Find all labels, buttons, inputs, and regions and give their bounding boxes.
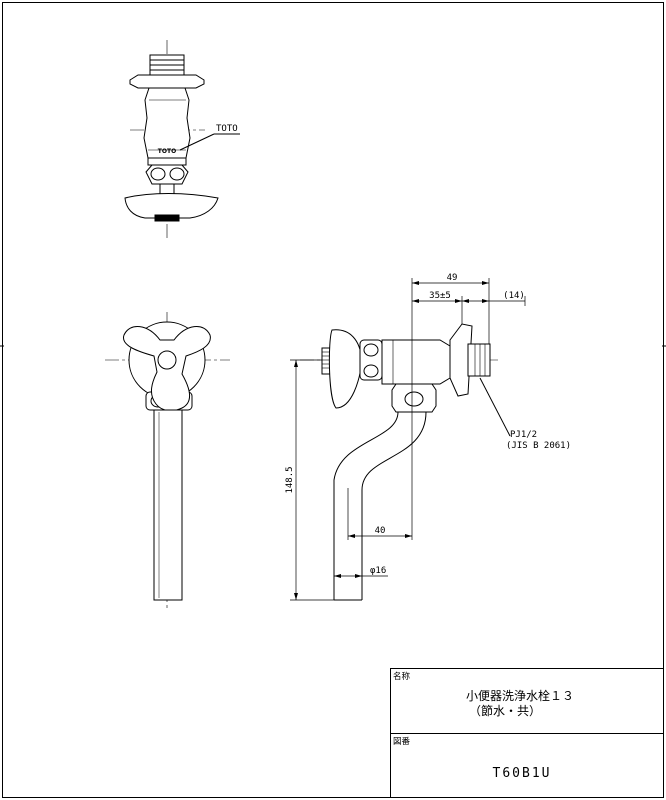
title-block-drawing-label: 図番 xyxy=(393,736,411,747)
front-view xyxy=(105,312,230,610)
dimension-arrows xyxy=(294,281,489,600)
title-block xyxy=(390,668,664,798)
title-block-name-line2: （節水・共） xyxy=(469,703,541,718)
brand-callout-label: TOTO xyxy=(216,124,238,134)
top-view xyxy=(124,40,240,238)
brand-on-handle: TOTO xyxy=(158,148,176,155)
dim-pipe-diameter: φ16 xyxy=(370,566,386,576)
dimension-lines xyxy=(290,278,526,601)
title-block-name-label: 名称 xyxy=(393,671,411,682)
thread-spec-label: PJ1/2 xyxy=(510,430,537,440)
side-view xyxy=(300,323,511,601)
dim-body-length: 35±5 xyxy=(429,291,451,301)
title-block-drawing-number: T60B1U xyxy=(493,766,552,781)
dim-overall-width: 49 xyxy=(447,273,458,283)
dim-pipe-offset: 40 xyxy=(375,526,386,536)
dim-thread-length: (14) xyxy=(503,291,525,301)
thread-standard-label: (JIS B 2061) xyxy=(506,441,571,451)
dim-height: 148.5 xyxy=(285,466,295,493)
title-block-name-line1: 小便器洗浄水栓１３ xyxy=(466,688,574,703)
